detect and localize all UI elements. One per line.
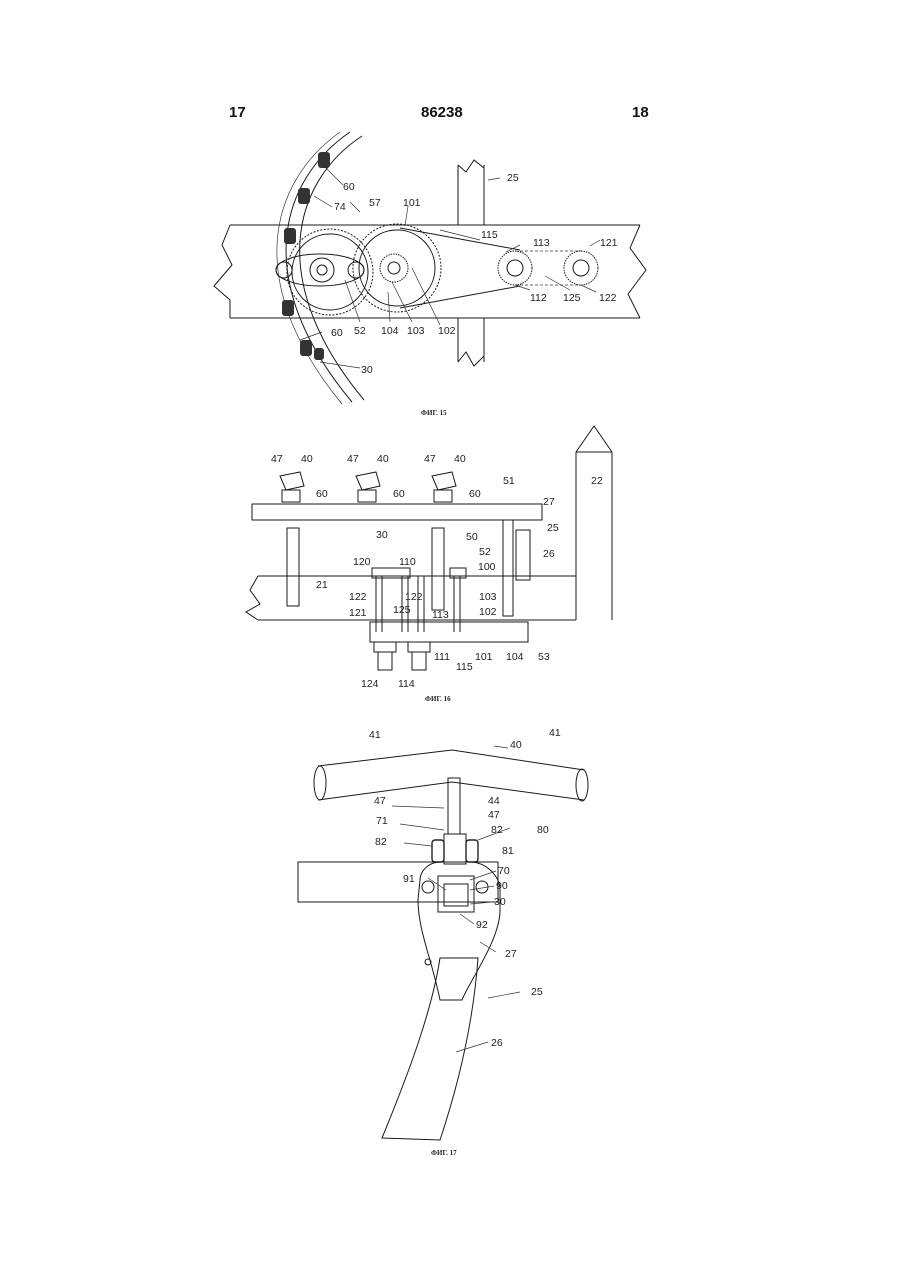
label-121: 121 bbox=[349, 607, 367, 619]
label-125: 125 bbox=[563, 292, 581, 304]
label-60-lower: 60 bbox=[331, 327, 343, 339]
label-47: 47 bbox=[347, 453, 359, 465]
figure-17: 40 41 41 47 44 71 47 82 82 80 81 70 91 9… bbox=[298, 727, 588, 1157]
label-26: 26 bbox=[491, 1037, 503, 1049]
label-92: 92 bbox=[476, 919, 488, 931]
label-25: 25 bbox=[547, 522, 559, 534]
label-111: 111 bbox=[434, 651, 450, 663]
label-47: 47 bbox=[374, 795, 386, 807]
label-27: 27 bbox=[543, 496, 555, 508]
label-60: 60 bbox=[469, 488, 481, 500]
label-60: 60 bbox=[393, 488, 405, 500]
label-124: 124 bbox=[361, 678, 379, 690]
label-101: 101 bbox=[403, 197, 421, 209]
label-110: 110 bbox=[399, 556, 416, 568]
label-57: 57 bbox=[369, 197, 381, 209]
label-47: 47 bbox=[488, 809, 500, 821]
label-52: 52 bbox=[479, 546, 491, 558]
figure-15-caption: ФИГ. 15 bbox=[421, 409, 447, 417]
label-74: 74 bbox=[334, 201, 346, 213]
label-25: 25 bbox=[531, 986, 543, 998]
figure-16: 47 40 47 40 47 40 60 60 60 51 27 22 30 2… bbox=[246, 426, 612, 703]
label-115: 115 bbox=[481, 229, 498, 241]
label-50: 50 bbox=[466, 531, 478, 543]
label-103: 103 bbox=[479, 591, 497, 603]
label-44: 44 bbox=[488, 795, 500, 807]
label-51: 51 bbox=[503, 475, 515, 487]
label-53: 53 bbox=[538, 651, 550, 663]
label-102: 102 bbox=[438, 325, 456, 337]
figure-16-caption: ФИГ. 16 bbox=[425, 695, 451, 703]
label-22: 22 bbox=[591, 475, 603, 487]
label-125: 125 bbox=[393, 604, 411, 616]
label-101: 101 bbox=[475, 651, 493, 663]
label-122: 122 bbox=[405, 591, 423, 603]
figure-15: 60 74 57 101 25 115 113 121 52 104 103 1… bbox=[214, 132, 646, 417]
label-40: 40 bbox=[454, 453, 466, 465]
label-71: 71 bbox=[376, 815, 388, 827]
label-91: 91 bbox=[403, 873, 415, 885]
label-104: 104 bbox=[506, 651, 524, 663]
label-30: 30 bbox=[376, 529, 388, 541]
label-26: 26 bbox=[543, 548, 555, 560]
label-60: 60 bbox=[316, 488, 328, 500]
label-47: 47 bbox=[271, 453, 283, 465]
label-25: 25 bbox=[507, 172, 519, 184]
label-30: 30 bbox=[361, 364, 373, 376]
label-80: 80 bbox=[537, 824, 549, 836]
label-114: 114 bbox=[398, 678, 415, 690]
label-41: 41 bbox=[369, 729, 381, 741]
label-81: 81 bbox=[502, 845, 514, 857]
label-122: 122 bbox=[349, 591, 367, 603]
label-70: 70 bbox=[498, 865, 510, 877]
label-27: 27 bbox=[505, 948, 517, 960]
figure-17-caption: ФИГ. 17 bbox=[431, 1149, 457, 1157]
label-52: 52 bbox=[354, 325, 366, 337]
label-40: 40 bbox=[510, 739, 522, 751]
label-115: 115 bbox=[456, 661, 473, 673]
label-21: 21 bbox=[316, 579, 328, 591]
label-103: 103 bbox=[407, 325, 425, 337]
label-30: 30 bbox=[494, 896, 506, 908]
label-60: 60 bbox=[343, 181, 355, 193]
label-104: 104 bbox=[381, 325, 399, 337]
label-41: 41 bbox=[549, 727, 561, 739]
label-112: 112 bbox=[530, 292, 547, 304]
label-47: 47 bbox=[424, 453, 436, 465]
label-121: 121 bbox=[600, 237, 618, 249]
label-120: 120 bbox=[353, 556, 371, 568]
label-122: 122 bbox=[599, 292, 617, 304]
label-82: 82 bbox=[491, 824, 503, 836]
label-40: 40 bbox=[377, 453, 389, 465]
label-90: 90 bbox=[496, 880, 508, 892]
label-100: 100 bbox=[478, 561, 496, 573]
label-113: 113 bbox=[533, 237, 550, 249]
label-40: 40 bbox=[301, 453, 313, 465]
label-102: 102 bbox=[479, 606, 497, 618]
label-113: 113 bbox=[432, 609, 449, 621]
label-82: 82 bbox=[375, 836, 387, 848]
